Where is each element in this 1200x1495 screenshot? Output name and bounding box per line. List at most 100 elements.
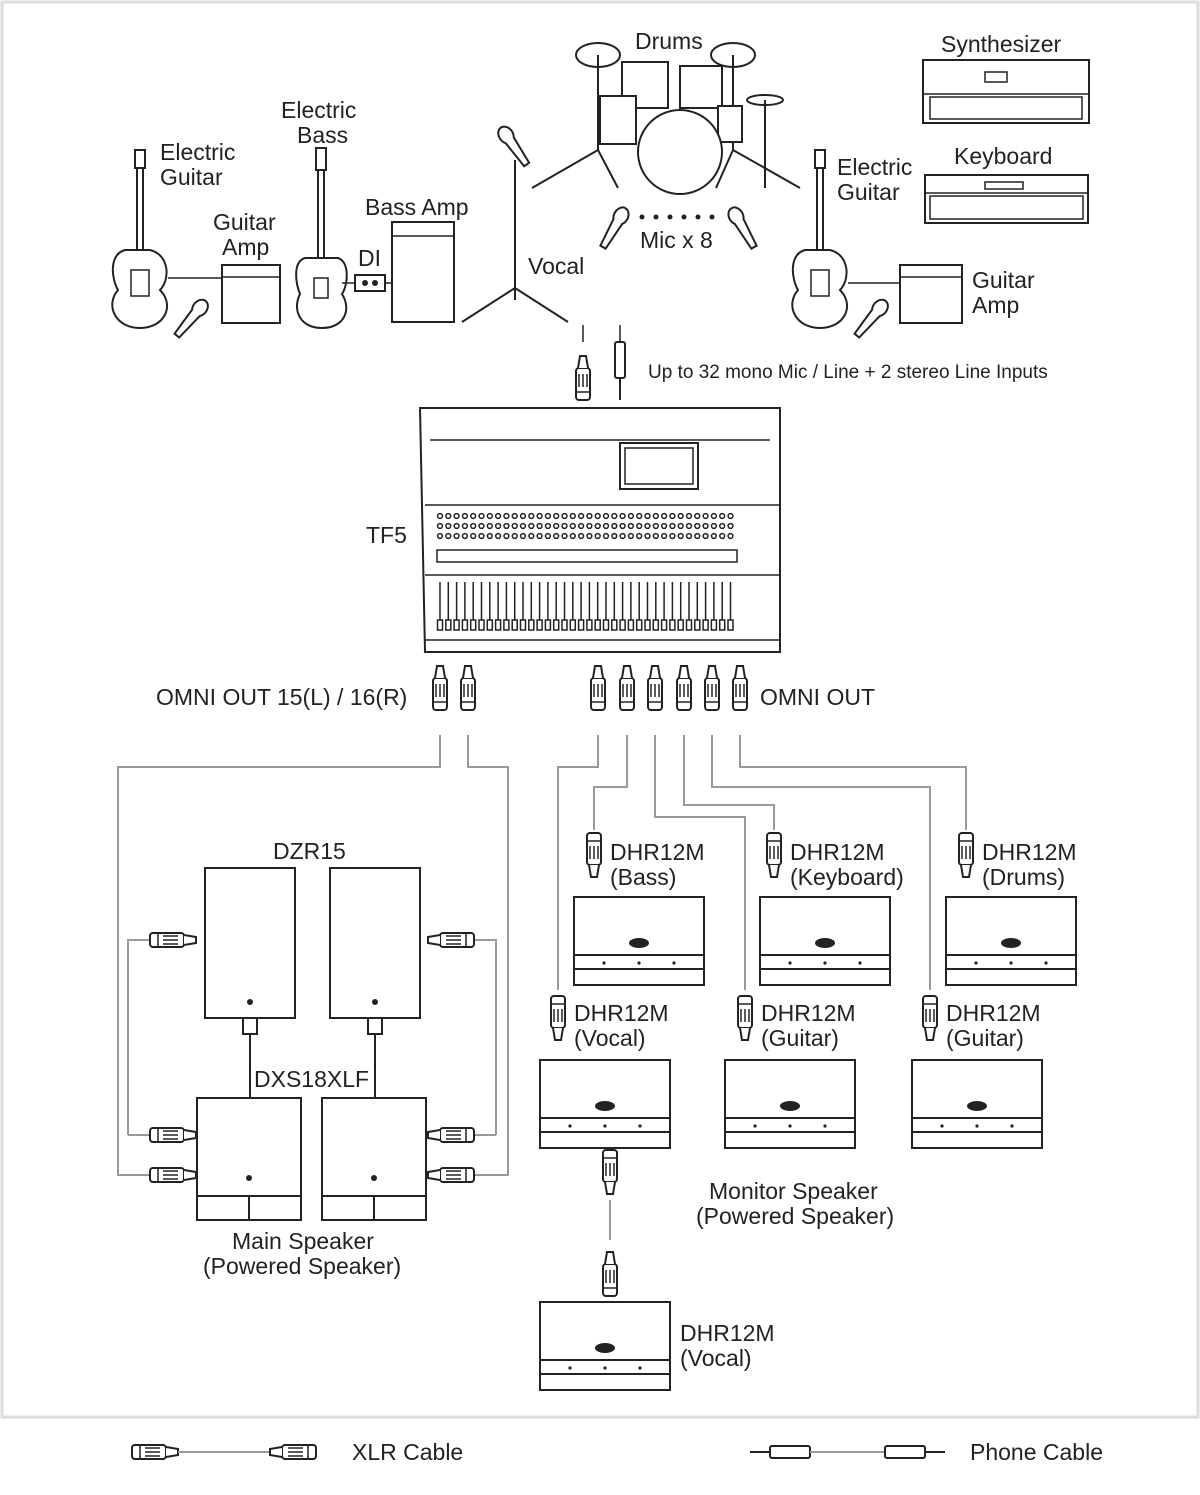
electric-guitar-left-icon [111,149,169,330]
legend-xlr-cable-icon [131,1444,317,1460]
main-top-model-label: DZR15 [273,838,346,864]
xlr-connector-icon [149,932,197,948]
xlr-connector-icon [602,1251,618,1297]
monitor-5: DHR12M(Guitar) [724,995,856,1149]
xlr-connector-icon [427,1167,475,1183]
main-caption-1: Main Speaker [232,1228,374,1254]
monitor-wedge-icon [539,1301,671,1391]
monitor-role-label: (Bass) [610,864,676,890]
di-box-icon [354,274,386,292]
omni-connectors [590,665,748,711]
input-phone-connector-icon [614,341,626,400]
mic-dots [639,214,715,220]
mics-label: Mic x 8 [640,227,713,253]
xlr-connector-icon [958,832,974,878]
dxs18xlf-right-icon [321,1097,427,1221]
monitor-role-label: (Drums) [982,864,1065,890]
monitor-role-label: (Guitar) [946,1025,1024,1051]
xlr-connector-icon [427,932,475,948]
dzr15-left-icon [204,867,296,1098]
monitor-wedge-icon [945,896,1077,986]
electric-bass-icon [295,147,348,330]
omni-main-label: OMNI OUT 15(L) / 16(R) [156,684,407,710]
monitor-wedge-icon [911,1059,1043,1149]
electric-guitar-right-label-2: Guitar [837,179,900,205]
guitar-amp-left-label-1: Guitar [213,209,276,235]
legend: XLR Cable Phone Cable [131,1439,1103,1465]
monitor-role-label: (Vocal) [680,1345,752,1371]
xlr-connector-icon [586,832,602,878]
xlr-connector-icon [737,995,753,1041]
monitor-2: DHR12M(Keyboard) [759,832,904,986]
bass-amp-icon [391,221,455,323]
tf5-console-icon [418,407,781,653]
xlr-connector-icon [460,665,476,711]
xlr-connector-icon [149,1127,197,1143]
electric-guitar-right-label-1: Electric [837,154,912,180]
synthesizer-label: Synthesizer [941,31,1062,57]
vocal-label: Vocal [528,253,584,279]
legend-xlr-label: XLR Cable [352,1439,463,1465]
electric-bass-label-2: Bass [297,122,348,148]
inputs-label: Up to 32 mono Mic / Line + 2 stereo Line… [648,362,1048,383]
di-label: DI [358,245,381,271]
monitor-6: DHR12M(Guitar) [911,995,1043,1149]
monitor-role-label: (Vocal) [574,1025,646,1051]
monitor-model-label: DHR12M [574,1000,669,1026]
vocal-mic-stand-icon [461,122,569,323]
diagram-frame [0,0,1200,1419]
xlr-connector-icon [432,665,448,711]
xlr-connector-icon [704,665,720,711]
drums-label: Drums [635,28,703,54]
guitar-amp-right-icon [899,264,963,324]
guitar-amp-right-label-2: Amp [972,292,1019,318]
console-name: TF5 [366,522,407,548]
monitor-role-label: (Guitar) [761,1025,839,1051]
keyboard-label: Keyboard [954,143,1052,169]
guitar-amp-left-label-2: Amp [222,234,269,260]
monitor-wedge-icon [539,1059,671,1149]
monitor-1: DHR12M(Bass) [573,832,705,986]
guitar-amp-left-icon [221,264,281,324]
monitor-model-label: DHR12M [982,839,1077,865]
monitor-wedge-icon [759,896,891,986]
xlr-connector-icon [732,665,748,711]
electric-guitar-left-label-1: Electric [160,139,235,165]
xlr-connector-icon [922,995,938,1041]
synthesizer-icon [922,59,1090,124]
monitor-model-label: DHR12M [610,839,705,865]
monitor-cables [557,735,967,1240]
electric-bass-label-1: Electric [281,97,356,123]
monitor-wedge-icon [573,896,705,986]
input-xlr-connector-icon [575,355,591,401]
xlr-connector-icon [602,1149,618,1195]
electric-guitar-right-icon [791,149,849,330]
legend-phone-cable-icon [750,1445,945,1459]
electric-guitar-left-label-2: Guitar [160,164,223,190]
omni-main-connectors [432,665,476,711]
monitor-wedge-icon [724,1059,856,1149]
monitor-speakers: DHR12M(Bass)DHR12M(Keyboard)DHR12M(Drums… [539,832,1077,1391]
monitor-3: DHR12M(Drums) [945,832,1077,986]
monitor-7: DHR12M(Vocal) [539,1301,775,1391]
monitor-4: DHR12M(Vocal) [539,995,671,1149]
xlr-connector-icon [766,832,782,878]
guitar-amp-right-mic-icon [850,295,893,342]
monitor-model-label: DHR12M [946,1000,1041,1026]
monitor-model-label: DHR12M [790,839,885,865]
main-sub-model-label: DXS18XLF [254,1066,369,1092]
monitor-caption-2: (Powered Speaker) [696,1203,894,1229]
dzr15-right-icon [329,867,421,1098]
bass-amp-label: Bass Amp [365,194,469,220]
keyboard-icon [924,174,1089,224]
guitar-amp-right-label-1: Guitar [972,267,1035,293]
xlr-connector-icon [427,1127,475,1143]
xlr-connector-icon [676,665,692,711]
xlr-connector-icon [590,665,606,711]
drum-mic-left-icon [595,203,633,252]
drum-mic-right-icon [724,203,762,252]
main-caption-2: (Powered Speaker) [203,1253,401,1279]
omni-label: OMNI OUT [760,684,875,710]
xlr-connector-icon [647,665,663,711]
